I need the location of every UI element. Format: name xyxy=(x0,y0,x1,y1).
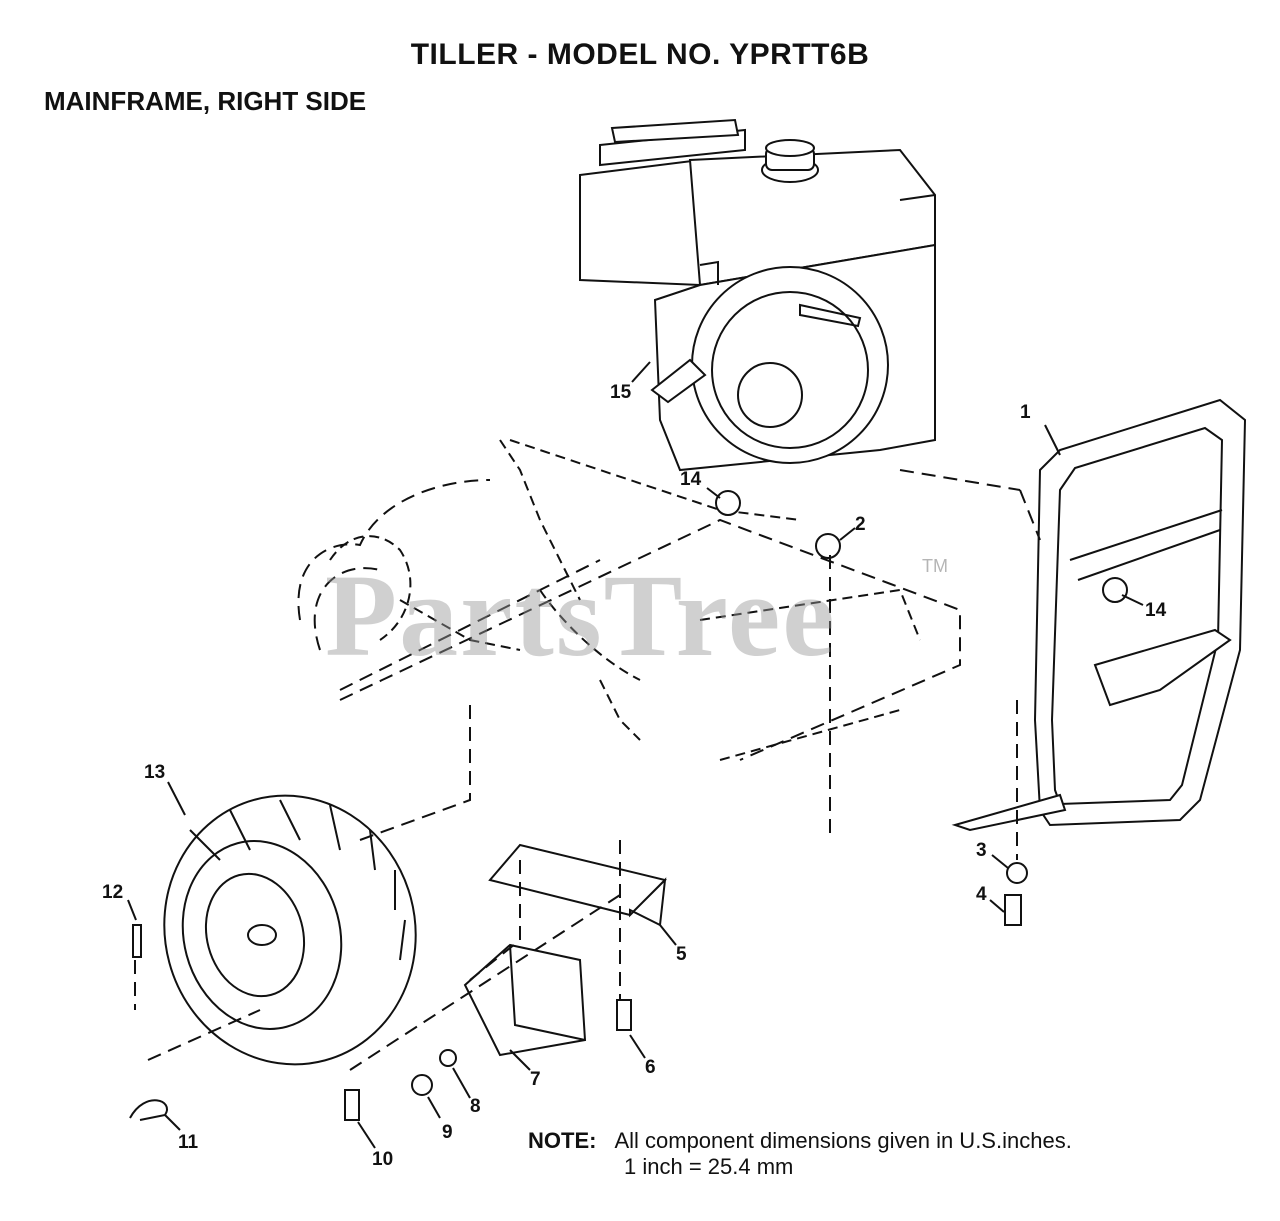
watermark-trademark: TM xyxy=(922,556,948,576)
callout-8: 8 xyxy=(470,1096,481,1117)
bumper-frame-illustration xyxy=(951,398,1247,832)
watermark-logo: PartsTree xyxy=(325,550,837,681)
callout-13: 13 xyxy=(144,762,165,783)
callout-2: 2 xyxy=(855,514,866,535)
callout-3: 3 xyxy=(976,840,987,861)
callout-10: 10 xyxy=(372,1149,393,1170)
callout-12: 12 xyxy=(102,882,123,903)
callout-15: 15 xyxy=(610,382,632,403)
leader-lines xyxy=(127,361,1144,1149)
callout-14-upper: 14 xyxy=(680,469,702,490)
engine-illustration xyxy=(579,118,936,472)
callout-4: 4 xyxy=(976,884,987,905)
note-line-2: 1 inch = 25.4 mm xyxy=(624,1154,794,1179)
tine-assembly-outline xyxy=(297,439,1041,761)
callout-9: 9 xyxy=(442,1122,453,1143)
callout-1: 1 xyxy=(1020,402,1031,423)
dimension-note: NOTE: All component dimensions given in U… xyxy=(528,1128,1072,1180)
callout-11: 11 xyxy=(178,1132,199,1153)
callout-7: 7 xyxy=(530,1069,541,1090)
callout-labels: 1 2 3 4 5 6 7 8 9 10 11 12 13 14 14 15 xyxy=(102,382,1167,1170)
note-line-1: All component dimensions given in U.S.in… xyxy=(614,1128,1072,1153)
callout-6: 6 xyxy=(645,1057,656,1078)
callout-5: 5 xyxy=(676,944,687,965)
diagram-title: TILLER - MODEL NO. YPRTT6B xyxy=(410,38,870,71)
callout-14-right: 14 xyxy=(1145,600,1167,621)
wheel-illustration xyxy=(163,794,417,1066)
hardware-illustration xyxy=(129,490,1128,1121)
diagram-subtitle: MAINFRAME, RIGHT SIDE xyxy=(44,86,367,116)
note-label: NOTE: xyxy=(528,1128,597,1153)
